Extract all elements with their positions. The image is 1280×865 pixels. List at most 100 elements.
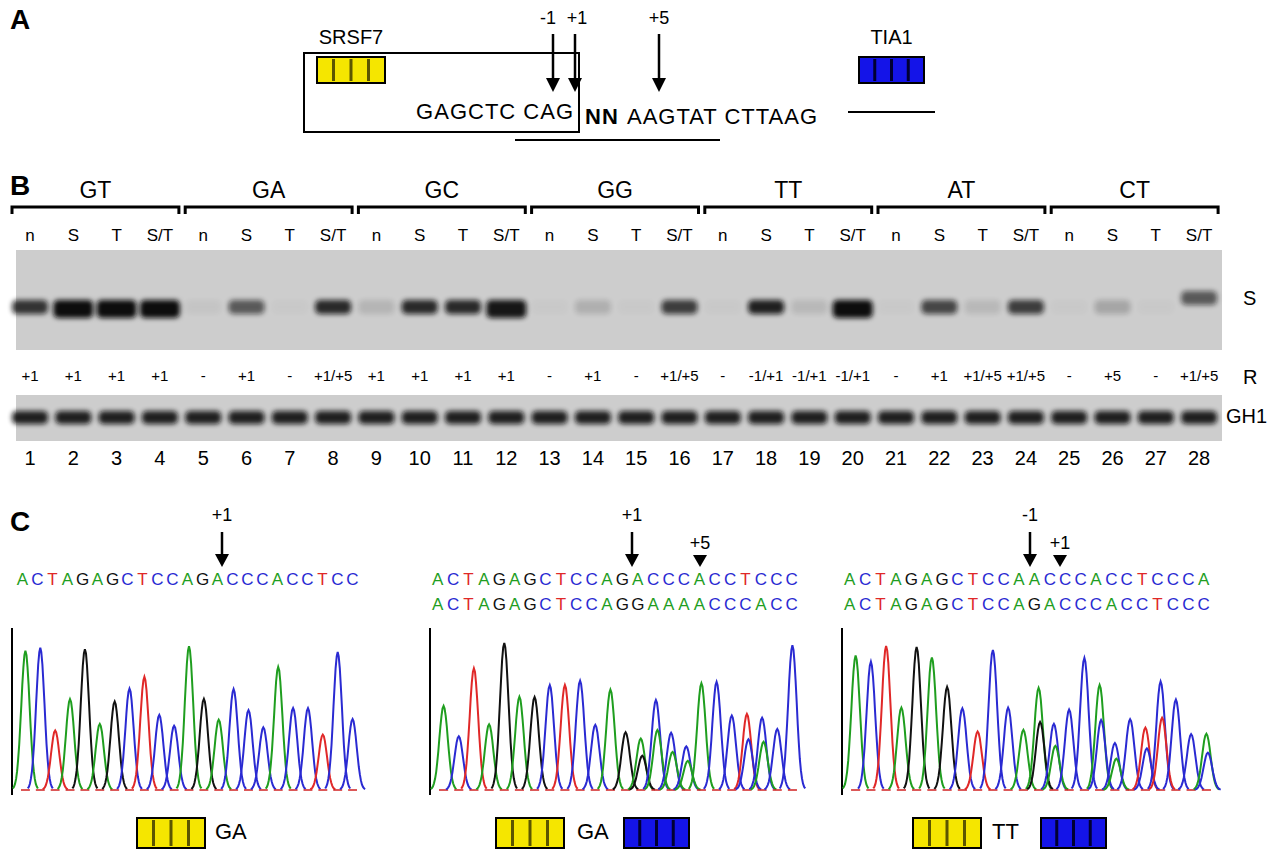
splice-site-result: +1: [411, 367, 428, 384]
lane-number: 15: [625, 447, 647, 470]
trace-peak: [507, 697, 533, 789]
lane-number: 16: [668, 447, 690, 470]
trace-peak: [1072, 658, 1098, 789]
trace-peak: [919, 657, 945, 788]
lane-label: S: [587, 226, 598, 246]
srsf7-motif: [316, 56, 386, 84]
motif-stripe: [187, 820, 190, 846]
variant-name: GA: [577, 819, 609, 844]
variable-nucleotides: NN: [585, 104, 619, 129]
gel-band: [878, 411, 914, 424]
position-label: +1: [1050, 533, 1071, 554]
lane-label: n: [1064, 226, 1073, 246]
splice-site-result: +1: [931, 367, 948, 384]
lane-label: S: [414, 226, 425, 246]
gel-band: [1008, 411, 1044, 424]
lane-label: T: [977, 226, 987, 246]
trace-baseline: [788, 789, 797, 791]
trace-baseline: [773, 789, 782, 791]
arrow-head: [215, 554, 229, 567]
trace-baseline: [851, 789, 860, 791]
lane-number: 13: [538, 447, 560, 470]
group-bracket: [1051, 207, 1218, 214]
gel-band: [1181, 291, 1217, 305]
gel-band: [575, 300, 611, 314]
motif-stripe: [672, 820, 675, 846]
splice-site-result: +1/+5: [314, 367, 352, 384]
motif-stripe: [1089, 820, 1092, 846]
lane-label: T: [458, 226, 468, 246]
gel-band: [12, 411, 48, 424]
splice-site-result: +1: [238, 367, 255, 384]
lane-label: T: [804, 226, 814, 246]
lane-label: S/T: [493, 226, 519, 246]
trace-peak: [934, 687, 960, 789]
gel-band: [748, 411, 784, 424]
splice-site-result: -: [894, 367, 899, 384]
chromatogram-axis: [11, 628, 13, 795]
gel-band: [445, 300, 481, 314]
trace-peak: [1195, 753, 1221, 790]
gel-band: [662, 411, 698, 424]
gel-band: [1138, 411, 1174, 424]
splice-site-result: -1/+1: [749, 367, 784, 384]
splice-site-result: -: [634, 367, 639, 384]
lane-number: 26: [1101, 447, 1123, 470]
underline: [515, 139, 720, 141]
trace-baseline: [21, 789, 30, 791]
gel-band: [532, 300, 568, 314]
gel-band: [486, 300, 526, 318]
gel-band: [445, 411, 481, 424]
splice-site-result: +1: [21, 367, 38, 384]
trace-baseline: [866, 789, 875, 791]
trace-baseline: [697, 789, 706, 791]
lane-number: 27: [1145, 447, 1167, 470]
splice-site-result: +1/+5: [1180, 367, 1218, 384]
arrow-head: [1053, 555, 1067, 567]
trace-baseline: [1080, 789, 1089, 791]
gel-band: [229, 300, 265, 314]
gel-band: [1008, 300, 1044, 314]
group-header: GG: [597, 177, 633, 203]
lane-number: 12: [495, 447, 517, 470]
arrow-shaft: [552, 34, 555, 80]
lane-label: S/T: [1013, 226, 1039, 246]
trace-baseline: [682, 789, 691, 791]
motif-stripe: [350, 59, 353, 81]
splice-site-result: -: [287, 367, 292, 384]
gel-band: [1095, 300, 1131, 314]
lane-number: 8: [328, 447, 339, 470]
trace-peak: [675, 761, 701, 790]
motif-stripe: [546, 820, 549, 846]
trace-baseline: [545, 789, 554, 791]
lane-label: S: [241, 226, 252, 246]
trace-peak: [13, 651, 38, 789]
gel-band: [1181, 411, 1217, 424]
lane-label: T: [111, 226, 121, 246]
base-sequence: ACTAGAGCTCCAACCCACCTCCCA: [842, 570, 1211, 590]
motif-stripe: [152, 820, 155, 846]
exon-sequence: GAGCTC CAG: [416, 99, 574, 124]
trace-peak: [1104, 759, 1130, 790]
trace-baseline: [259, 789, 268, 791]
gel-band: [142, 411, 178, 424]
motif-stripe: [511, 820, 514, 846]
gel-band: [12, 300, 48, 314]
position-label: +5: [690, 533, 711, 554]
gel-band: [575, 411, 611, 424]
trace-baseline: [897, 789, 906, 791]
intron-sequence: AAGTAT CTTAAG: [627, 104, 818, 129]
lane-number: 11: [453, 447, 474, 470]
gel-band: [315, 300, 351, 314]
motif-box: TIA1: [858, 56, 925, 84]
lane-label: n: [372, 226, 381, 246]
lane-number: 10: [409, 447, 431, 470]
panel-letter: B: [10, 170, 30, 202]
trace-baseline: [66, 789, 75, 791]
panel-letter: A: [10, 4, 30, 36]
group-bracket: [12, 207, 179, 214]
trace-baseline: [530, 789, 539, 791]
lane-number: 7: [284, 447, 295, 470]
splice-site-result: +1: [65, 367, 82, 384]
motif-box: [624, 818, 689, 848]
